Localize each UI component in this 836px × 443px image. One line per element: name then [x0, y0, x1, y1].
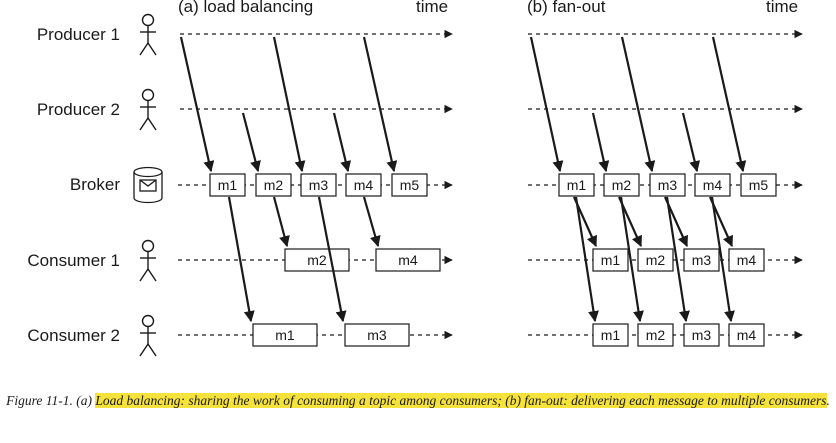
- broker-message-box: [345, 173, 382, 197]
- consumer2-message-box: [592, 323, 629, 347]
- deliver-arrow: [362, 196, 381, 248]
- producer1-label: Producer 1: [37, 25, 120, 44]
- panel-a-title: (a) load balancing: [178, 0, 313, 16]
- produce-arrow: [620, 36, 656, 173]
- message-label: m3: [692, 252, 712, 268]
- produce-arrow: [272, 36, 306, 173]
- deliver-arrow: [317, 196, 347, 323]
- broker-message-box: [558, 173, 595, 197]
- message-label: m4: [737, 252, 757, 268]
- message-label: m1: [601, 252, 621, 268]
- deliver-arrow: [710, 196, 735, 323]
- broker-message-box: [300, 173, 337, 197]
- produce-arrow: [241, 112, 261, 173]
- message-label: m3: [692, 327, 712, 343]
- deliver-arrow: [227, 196, 255, 323]
- message-label: m4: [703, 177, 723, 193]
- panel-a-time-label: time: [416, 0, 448, 16]
- message-label: m5: [749, 177, 769, 193]
- consumer2-message-box: [728, 323, 765, 347]
- consumer2-message-box: [344, 323, 410, 347]
- caption-highlighted-text: Load balancing: sharing the work of cons…: [95, 393, 827, 408]
- message-label: m1: [218, 177, 238, 193]
- panel-b-time-label: time: [766, 0, 798, 16]
- person-icon: [139, 88, 157, 131]
- consumer1-message-box: [728, 248, 765, 272]
- message-label: m3: [309, 177, 329, 193]
- message-label: m3: [658, 177, 678, 193]
- deliver-arrow: [574, 196, 599, 323]
- broker-message-box: [603, 173, 640, 197]
- message-label: m2: [612, 177, 632, 193]
- message-label: m5: [400, 177, 420, 193]
- message-label: m1: [567, 177, 587, 193]
- produce-arrow: [179, 36, 215, 173]
- consumer1-message-box: [683, 248, 720, 272]
- produce-arrow: [332, 112, 352, 173]
- person-icon: [139, 239, 157, 282]
- broker-message-box: [694, 173, 731, 197]
- envelope-cylinder-icon: [133, 166, 163, 204]
- message-label: m2: [264, 177, 284, 193]
- message-label: m2: [646, 252, 666, 268]
- message-label: m4: [737, 327, 757, 343]
- broker-label: Broker: [70, 175, 120, 194]
- message-label: m4: [354, 177, 374, 193]
- consumer2-message-box: [252, 323, 318, 347]
- deliver-arrow: [619, 196, 644, 323]
- person-icon: [139, 13, 157, 56]
- message-label: m2: [307, 252, 327, 268]
- producer2-label: Producer 2: [37, 100, 120, 119]
- consumer2-label: Consumer 2: [27, 326, 120, 345]
- message-label: m2: [646, 327, 666, 343]
- consumer1-message-box: [637, 248, 674, 272]
- consumer1-message-box: [375, 248, 441, 272]
- message-label: m1: [275, 327, 295, 343]
- deliver-arrow: [665, 196, 690, 323]
- produce-arrow: [529, 36, 564, 173]
- message-label: m4: [398, 252, 418, 268]
- panel-b-title: (b) fan-out: [527, 0, 606, 16]
- produce-arrow: [591, 112, 610, 173]
- deliver-arrow: [272, 196, 290, 248]
- person-icon: [139, 314, 157, 357]
- consumer1-message-box: [592, 248, 629, 272]
- message-label: m3: [367, 327, 387, 343]
- consumer2-message-box: [683, 323, 720, 347]
- broker-message-box: [391, 173, 428, 197]
- consumer2-message-box: [637, 323, 674, 347]
- caption-suffix: .: [826, 393, 830, 408]
- caption-prefix: Figure 11-1. (a): [6, 393, 96, 408]
- broker-message-box: [255, 173, 292, 197]
- broker-message-box: [740, 173, 777, 197]
- produce-arrow: [681, 112, 701, 173]
- produce-arrow: [362, 36, 398, 173]
- message-label: m1: [601, 327, 621, 343]
- messaging-diagram: (a) load balancing time (b) fan-out time…: [27, 0, 803, 357]
- consumer1-label: Consumer 1: [27, 251, 120, 270]
- broker-message-box: [209, 173, 246, 197]
- broker-message-box: [649, 173, 686, 197]
- figure-caption: Figure 11-1. (a) Load balancing: sharing…: [0, 385, 836, 443]
- produce-arrow: [711, 36, 747, 173]
